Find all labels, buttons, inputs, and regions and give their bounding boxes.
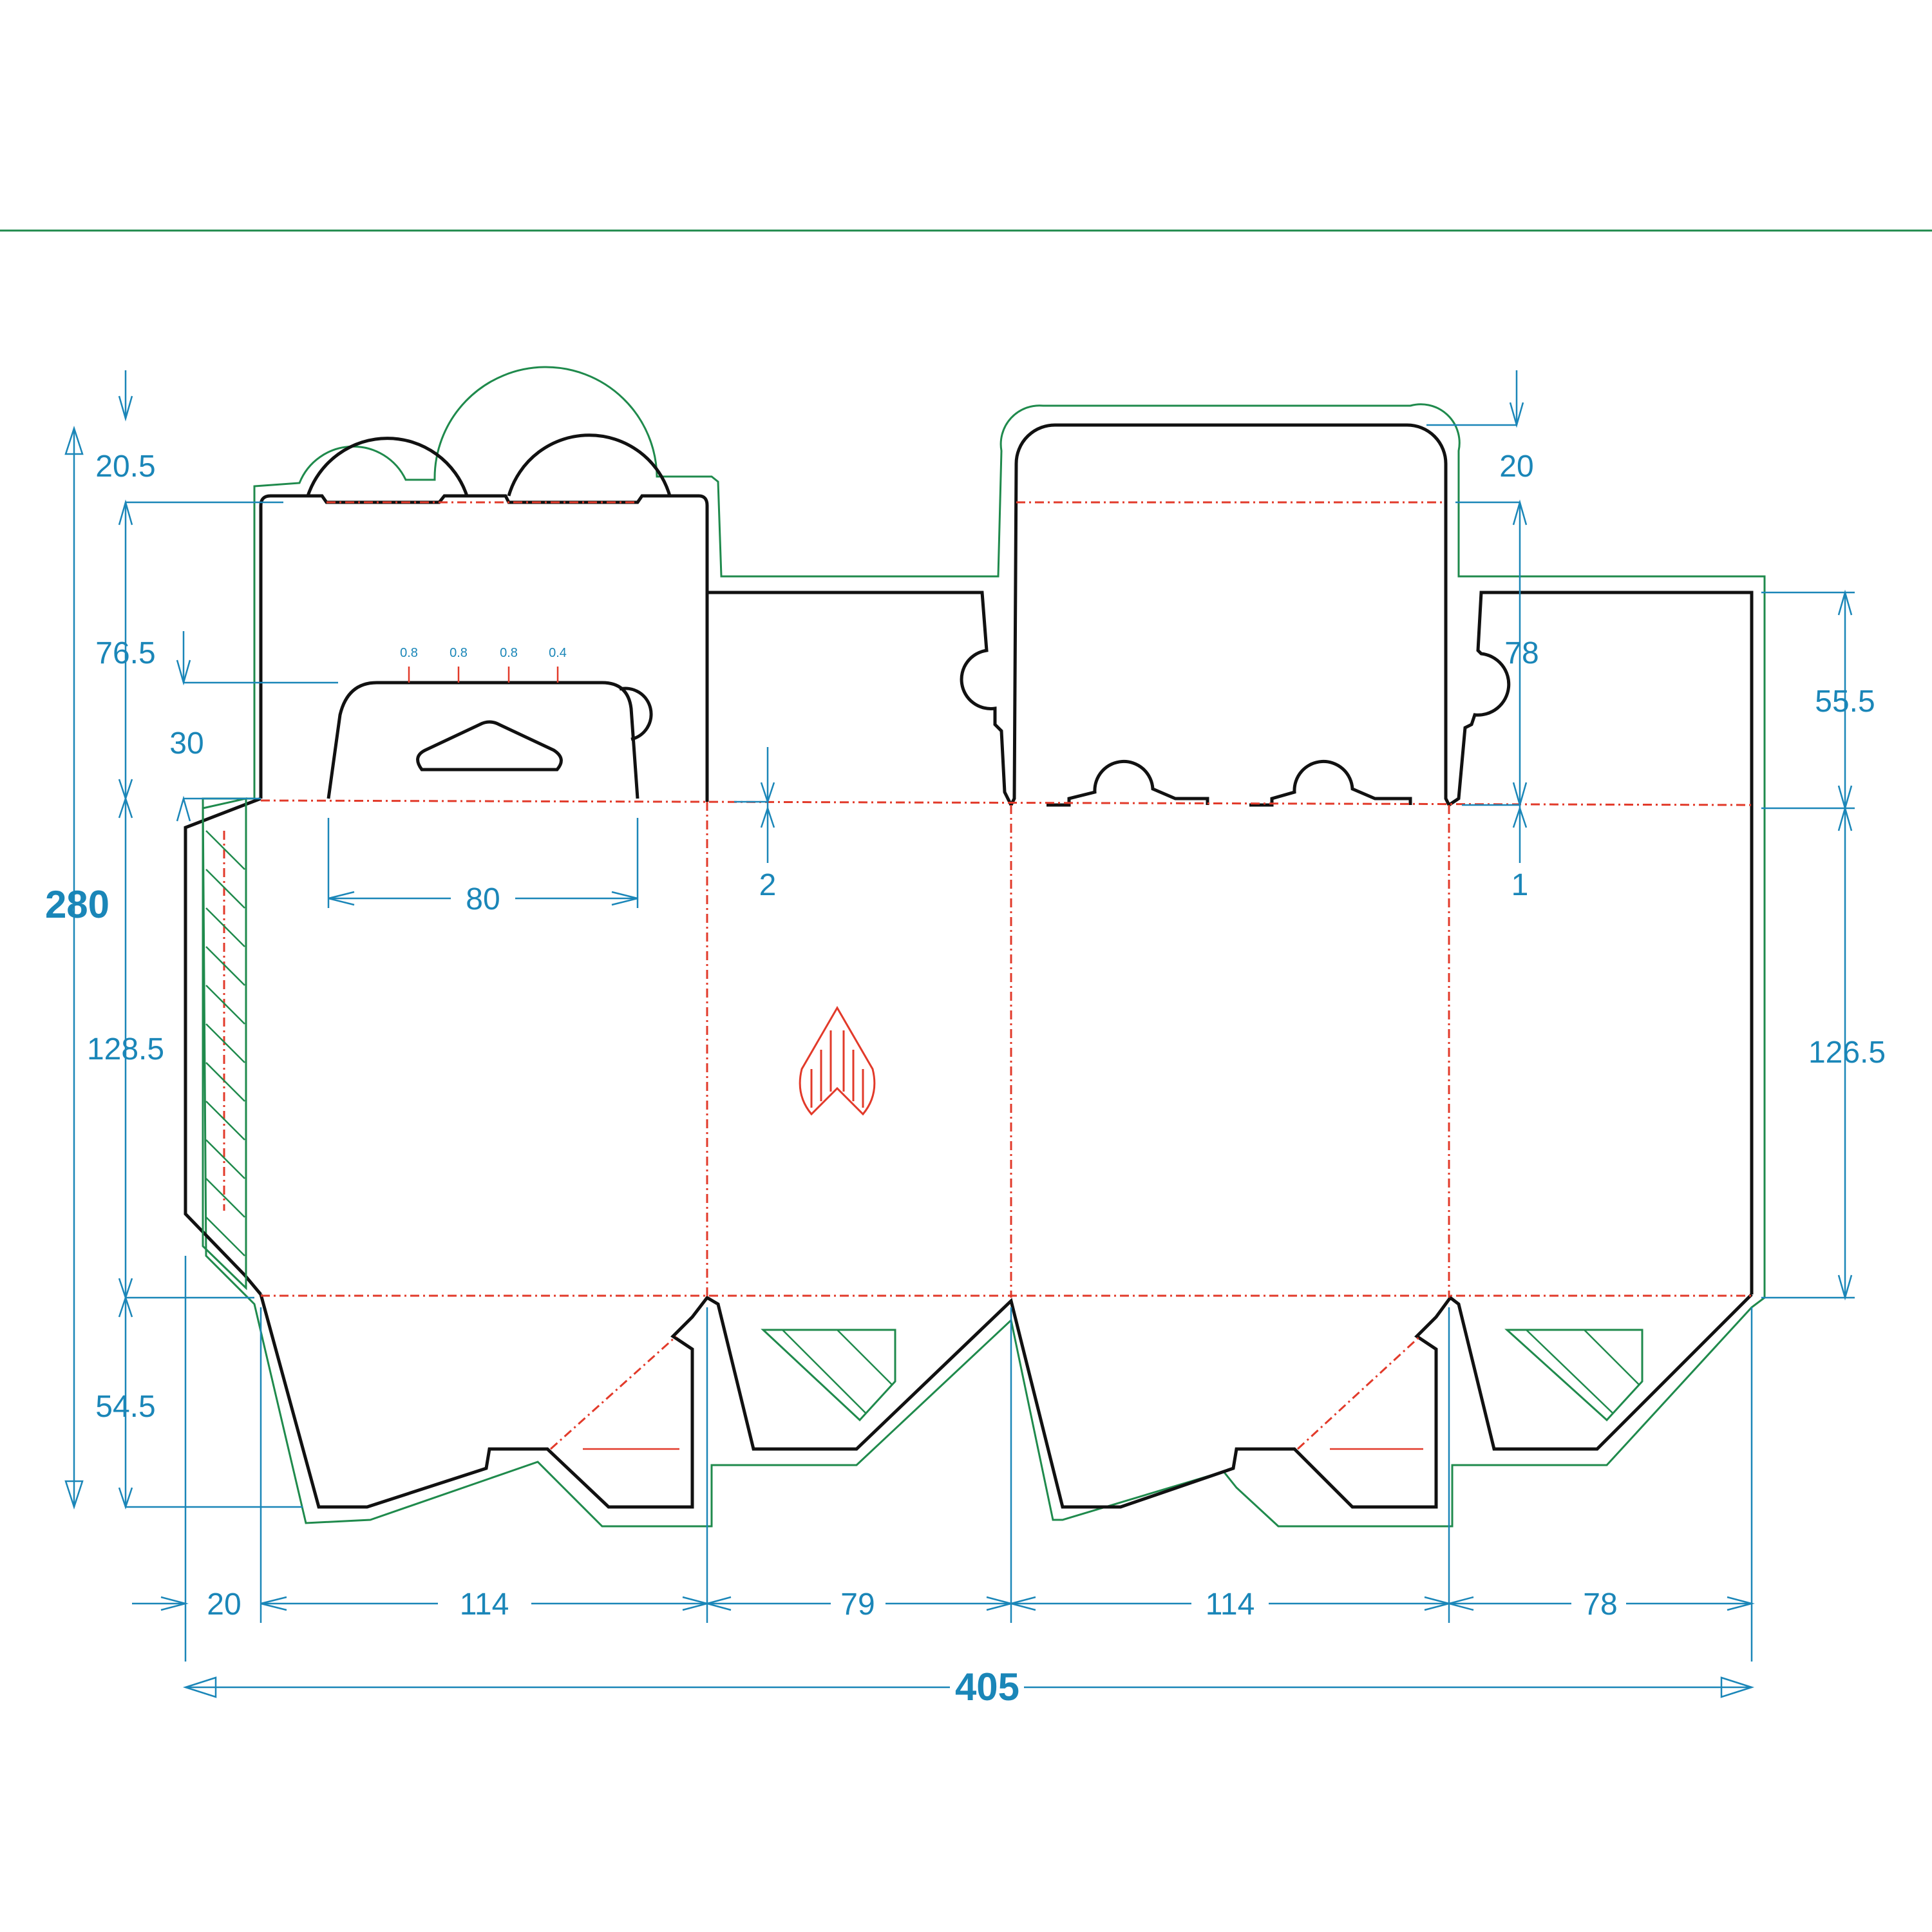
cut-hanger-tab [327,681,639,799]
dim-left-5: 54.5 [95,1390,155,1424]
glue-hatch [205,830,245,1256]
cut-bottom-flaps [259,1293,1753,1509]
dim-left-2: 76.5 [95,636,155,670]
dim-left-1: 20.5 [95,450,155,484]
cut-glue-flap [184,797,262,1296]
dim-left-3: 30 [169,726,204,761]
cut-lock-tab-1 [1046,760,1209,807]
dim-hanger-width: 80 [466,882,500,916]
hole-offset-1: 0.8 [400,646,418,660]
hole-offset-2: 0.8 [450,646,468,660]
dim-right-5: 1 [1511,868,1529,902]
cut-third-panel-top [1009,423,1451,806]
fold-horizontal-upper [260,799,1752,806]
dim-left-4: 128.5 [87,1032,164,1066]
dim-overall-width: 405 [955,1665,1019,1709]
bottom-triangle-1 [761,1329,896,1422]
cut-top-left-panel [259,494,709,802]
direction-arrow-icon [799,1006,876,1116]
dim-gap: 2 [759,868,777,902]
dim-right-1: 20 [1499,450,1533,484]
hole-offset-4: 0.4 [549,646,567,660]
cut-lock-tab-2 [1249,760,1412,807]
hole-offset-marks [408,667,559,683]
cut-hang-hole [416,720,563,772]
cut-hanger-ear [619,687,653,741]
dim-width-5: 78 [1583,1587,1617,1622]
dim-right-3: 55.5 [1815,685,1875,719]
cut-dome-right [507,433,672,497]
dim-right-2: 78 [1504,636,1539,670]
fold-diag-1 [549,1335,677,1450]
cut-dome-left [306,437,469,497]
dim-overall-height: 280 [45,883,109,926]
glue-area [202,797,247,1291]
dim-width-1: 20 [207,1587,241,1622]
cut-fourth-panel-top [1448,591,1754,1294]
dim-right-4: 126.5 [1808,1036,1886,1070]
dim-width-4: 114 [1206,1587,1255,1622]
dim-width-3: 79 [840,1587,875,1622]
dim-width-2: 114 [460,1587,509,1622]
bleed-outline [202,366,1766,1528]
hole-offset-3: 0.8 [500,646,518,660]
fold-diag-2 [1296,1335,1421,1450]
cut-second-panel-top [707,591,1013,806]
bottom-triangle-2 [1504,1329,1643,1422]
